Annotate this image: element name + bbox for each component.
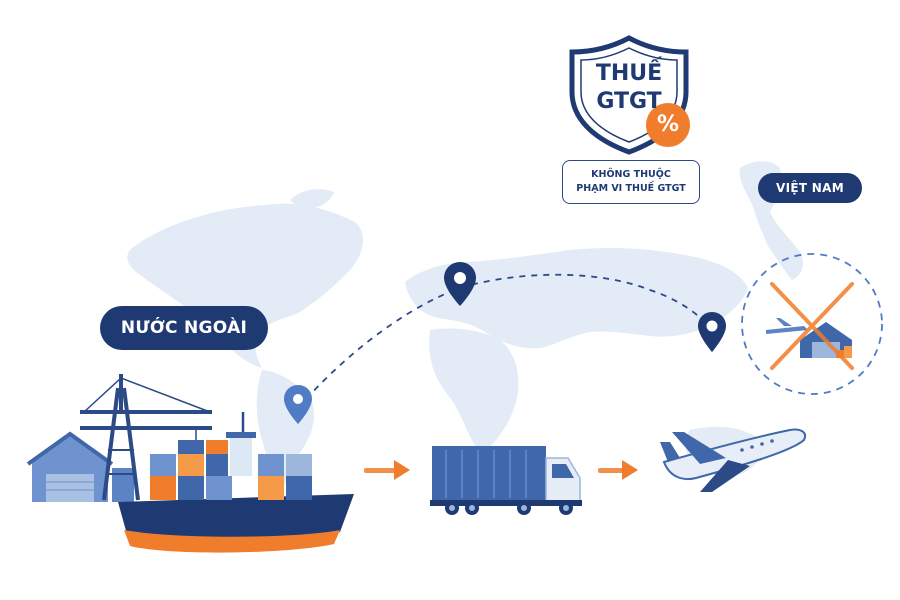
- foreign-country-label: NƯỚC NGOÀI: [100, 306, 268, 350]
- airplane-icon: [660, 428, 806, 492]
- arrow-right-icon: [598, 460, 638, 480]
- tax-label-line2: GTGT: [596, 89, 662, 114]
- truck-icon: [430, 446, 582, 515]
- port-crane-icon: [80, 374, 212, 501]
- scope-line1: KHÔNG THUỘC: [591, 169, 671, 180]
- arrow-right-icon: [364, 460, 410, 480]
- airplane-icon: [766, 318, 808, 334]
- shipping-route: [297, 273, 713, 409]
- location-pin-icon: [698, 312, 726, 352]
- tax-label-line1: THUẾ: [595, 61, 663, 86]
- location-pin-icon: [444, 262, 476, 306]
- cargo-ship-icon: [118, 412, 354, 553]
- scope-line2: PHẠM VI THUẾ GTGT: [576, 183, 686, 194]
- vietnam-zone: [741, 253, 883, 395]
- cross-mark-icon: [770, 282, 854, 370]
- vietnam-label: VIỆT NAM: [758, 173, 862, 203]
- warehouse-icon: [26, 431, 134, 502]
- percent-badge-icon: [646, 103, 690, 147]
- location-pin-icon: [284, 385, 312, 424]
- tax-scope-note: KHÔNG THUỘC PHẠM VI THUẾ GTGT: [562, 160, 700, 204]
- percent-label: %: [656, 112, 680, 137]
